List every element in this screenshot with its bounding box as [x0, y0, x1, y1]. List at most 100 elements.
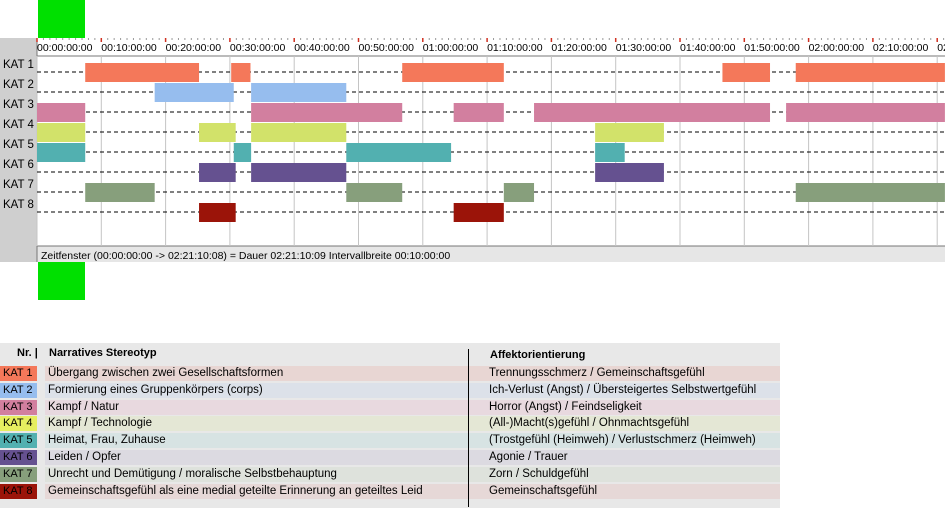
legend-swatch: KAT 5: [0, 433, 37, 449]
bar-segment: [453, 103, 504, 122]
bar-segment: [795, 183, 945, 202]
tick-label: 02:00:00:00: [809, 42, 865, 54]
legend-stereotype: Heimat, Frau, Zuhause: [48, 434, 166, 447]
row-label: KAT 3: [3, 99, 34, 111]
marker-bottom: [38, 262, 85, 300]
row-label: KAT 1: [3, 59, 34, 71]
legend-affekt: Agonie / Trauer: [489, 451, 568, 463]
legend-swatch: KAT 1: [0, 366, 37, 381]
legend-row-band: [45, 433, 780, 449]
legend-row-band: [45, 450, 780, 465]
marker-top: [38, 0, 85, 38]
tick-label: 01:20:00:00: [551, 42, 607, 54]
tick-label: 00:10:00:00: [101, 42, 157, 54]
bar-segment: [786, 103, 945, 122]
legend-divider: [468, 349, 469, 507]
bar-segment: [251, 103, 403, 122]
bar-segment: [595, 163, 664, 182]
tick-label: 00:20:00:00: [166, 42, 222, 54]
legend-stereotype: Kampf / Natur: [48, 400, 119, 413]
bar-segment: [595, 123, 664, 142]
bar-segment: [534, 103, 771, 122]
legend-row: KAT 6 Leiden / Opfer Agonie / Trauer: [0, 449, 780, 465]
bar-segment: [346, 143, 452, 162]
legend-stereotype: Unrecht und Demütigung / moralische Selb…: [48, 467, 337, 480]
bar-segment: [503, 183, 535, 202]
legend-row: KAT 1 Übergang zwischen zwei Gesellschaft…: [0, 365, 780, 381]
legend-row-band: [45, 382, 780, 398]
row-label: KAT 7: [3, 179, 34, 191]
legend-affekt: Zorn / Schuldgefühl: [489, 467, 589, 480]
row-label: KAT 5: [3, 139, 34, 151]
tick-label: 00:00:00:00: [37, 42, 93, 54]
bar-segment: [154, 83, 234, 102]
legend-row-band: [45, 366, 780, 381]
status-text: Zeitfenster (00:00:00:00 -> 02:21:10:08)…: [41, 250, 450, 262]
legend-swatch: KAT 3: [0, 399, 37, 415]
legend-affekt: (Trostgefühl (Heimweh) / Verlustschmerz …: [489, 434, 756, 447]
legend-stereotype: Gemeinschaftsgefühl als eine medial gete…: [48, 484, 423, 497]
bar-segment: [233, 143, 252, 162]
legend-table: Nr. | Narratives Stereotyp Affektorienti…: [0, 343, 780, 508]
bar-segment: [453, 203, 504, 222]
bar-segment: [795, 63, 945, 82]
legend-affekt: Horror (Angst) / Feindseligkeit: [489, 400, 642, 413]
legend-row-band: [45, 416, 780, 432]
legend-affekt: (All-)Macht(s)gefühl / Ohnmachtsgefühl: [489, 417, 690, 430]
row-label: KAT 2: [3, 79, 34, 91]
bar-segment: [37, 103, 86, 122]
legend-affekt: Gemeinschaftsgefühl: [489, 484, 598, 497]
tick-label: 01:10:00:00: [487, 42, 543, 54]
bar-segment: [37, 143, 86, 162]
legend-header-stereotype: Narratives Stereotyp: [49, 347, 157, 359]
legend-row: KAT 8 Gemeinschaftsgefühl als eine medial…: [0, 483, 780, 499]
bar-segment: [85, 183, 155, 202]
legend-row: KAT 4 Kampf / Technologie (All-)Macht(s)ge…: [0, 415, 780, 432]
tick-label: 01:30:00:00: [616, 42, 672, 54]
legend-swatch: KAT 6: [0, 450, 37, 465]
bar-segment: [231, 63, 251, 82]
legend-row: KAT 7 Unrecht und Demütigung / moralische…: [0, 466, 780, 482]
ruler-bar: [37, 38, 945, 56]
legend-stereotype: Formierung eines Gruppenkörpers (corps): [48, 383, 263, 396]
bar-segment: [199, 203, 236, 222]
row-label: KAT 4: [3, 119, 34, 131]
bar-segment: [251, 123, 347, 142]
legend-swatch: KAT 8: [0, 483, 37, 499]
legend-stereotype: Kampf / Technologie: [48, 417, 152, 430]
legend-affekt: Trennungsschmerz / Gemeinschaftsgefühl: [489, 367, 705, 379]
status-bar: [37, 246, 945, 262]
bar-segment: [85, 63, 200, 82]
legend-row: KAT 5 Heimat, Frau, Zuhause (Trostgefühl (…: [0, 432, 780, 449]
tick-label: 00:40:00:00: [294, 42, 350, 54]
bar-segment: [199, 123, 236, 142]
legend-row-band: [45, 483, 780, 499]
bar-segment: [251, 83, 347, 102]
legend-header-nr: Nr. |: [17, 347, 38, 359]
legend-stereotype: Übergang zwischen zwei Gesellschaftsform…: [48, 367, 284, 379]
legend-row-band: [45, 466, 780, 482]
row-label: KAT 8: [3, 199, 34, 211]
legend-row-band: [45, 399, 780, 415]
bar-segment: [722, 63, 771, 82]
legend-header-affekt: Affektorientierung: [490, 349, 586, 361]
bar-segment: [251, 163, 347, 182]
bar-segment: [199, 163, 236, 182]
tick-label: 02: [937, 42, 945, 54]
row-label: KAT 6: [3, 159, 34, 171]
tick-label: 00:30:00:00: [230, 42, 286, 54]
tick-label: 02:10:00:00: [873, 42, 929, 54]
tick-label: 01:00:00:00: [423, 42, 479, 54]
tick-label: 01:50:00:00: [744, 42, 800, 54]
timeline-chart: 00:00:00:00 00:10:00:00 00:20:00:00 00:30:0…: [0, 0, 945, 300]
bar-segment: [37, 123, 86, 142]
legend-swatch: KAT 2: [0, 382, 37, 398]
bar-segment: [402, 63, 504, 82]
bar-segment: [346, 183, 403, 202]
legend-row: KAT 2 Formierung eines Gruppenkörpers (co…: [0, 382, 780, 398]
legend-swatch: KAT 7: [0, 466, 37, 482]
legend-affekt: Ich-Verlust (Angst) / Übersteigertes Sel…: [489, 383, 757, 396]
legend-stereotype: Leiden / Opfer: [48, 451, 121, 463]
tick-label: 00:50:00:00: [359, 42, 415, 54]
legend-swatch: KAT 4: [0, 416, 37, 432]
